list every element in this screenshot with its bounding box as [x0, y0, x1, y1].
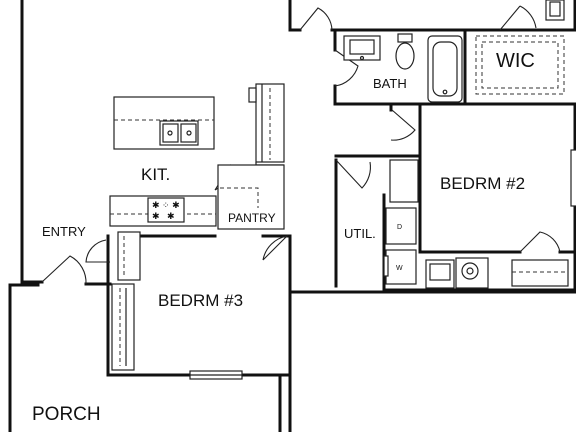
entry-closet: [117, 231, 141, 281]
door-bath: [334, 49, 359, 87]
label-bedrm2: BEDRM #2: [440, 174, 525, 193]
door-top-left: [299, 7, 333, 31]
door-util: [335, 159, 371, 189]
svg-text:✱ ⁘ ✱: ✱ ⁘ ✱: [152, 200, 180, 210]
label-pantry: PANTRY: [228, 211, 276, 225]
door-bedrm2-closet: [519, 231, 561, 253]
door-entry: [41, 255, 87, 285]
window-bedrm2: [570, 149, 576, 207]
svg-text:✱ ✱: ✱ ✱: [152, 211, 175, 221]
washer: [385, 207, 417, 245]
label-porch: PORCH: [32, 404, 101, 425]
label-kit: KIT.: [141, 165, 170, 184]
pantry-closet: [217, 164, 285, 230]
label-util: UTIL.: [344, 226, 376, 241]
range-cooktop: [147, 197, 185, 223]
door-bedrm3: [262, 235, 289, 261]
label-wic: WIC: [496, 50, 535, 72]
walls: [8, 0, 576, 432]
toilet: [397, 33, 413, 43]
util-shelf: [389, 159, 419, 203]
door-closet: [85, 239, 110, 263]
bedrm2-closet: [511, 259, 569, 287]
fixtures: ✱ ⁘ ✱ ✱ ✱ D: [109, 0, 576, 380]
door-bedrm2: [390, 109, 416, 141]
label-bath: BATH: [373, 76, 407, 91]
water-heater: [455, 257, 489, 289]
room-labels: WIC BATH KIT. BEDRM #2 PANTRY UTIL. ENTR…: [32, 50, 535, 425]
label-entry: ENTRY: [42, 224, 86, 239]
label-bedrm3: BEDRM #3: [158, 291, 243, 310]
svg-text:W: W: [396, 265, 403, 272]
bedrm3-closet: [111, 283, 135, 371]
wic-shelving: [475, 35, 565, 95]
door-top-right: [499, 5, 537, 31]
svg-text:D: D: [397, 224, 402, 231]
